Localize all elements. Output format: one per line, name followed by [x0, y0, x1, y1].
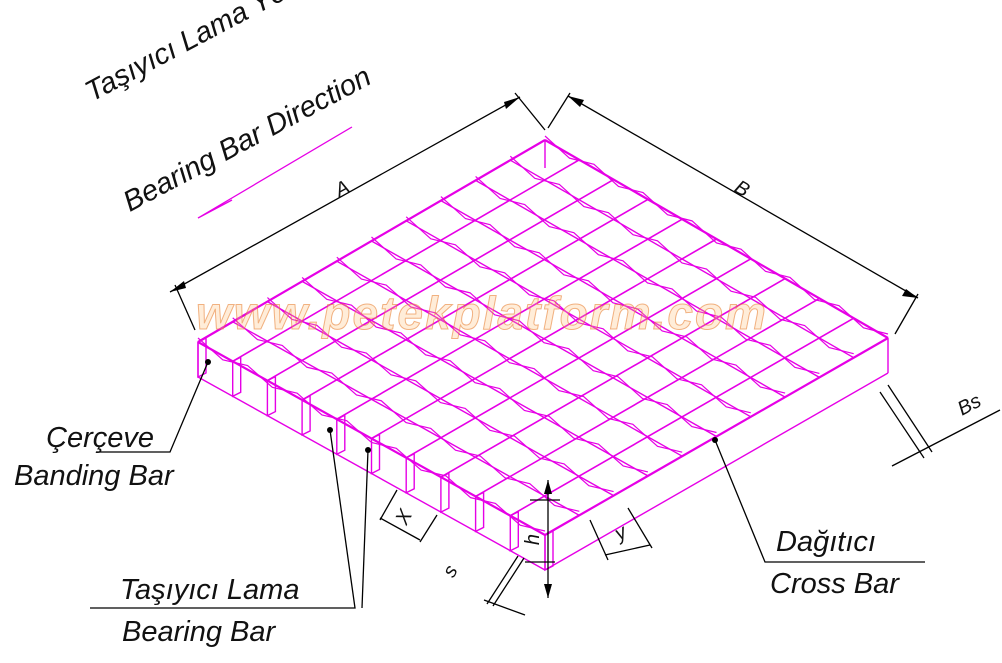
bearing-bar-face	[544, 529, 554, 572]
bearing-bar-face	[231, 356, 242, 398]
cross-bar-label-tr: Dağıtıcı	[776, 526, 876, 558]
bearing-bar-face	[405, 452, 415, 494]
arrowhead-b-left	[568, 96, 584, 107]
arrowheads	[170, 96, 918, 598]
bearing-bar-face	[509, 510, 519, 552]
cross-bar	[440, 199, 786, 398]
x-ext-2	[419, 514, 438, 543]
cross-bar	[232, 321, 580, 516]
bearing-bar-dot-2	[365, 447, 371, 453]
cross-bar-twist	[544, 135, 889, 335]
banding-bar-label-tr: Çerçeve	[46, 422, 154, 454]
arrowhead-b-right	[902, 289, 918, 298]
dimension-a-ext-right	[514, 92, 546, 131]
arrowhead-h-bottom	[544, 584, 552, 598]
arrowhead-a-left	[170, 281, 186, 292]
dimension-b-ext-right	[894, 293, 919, 335]
bearing-bar-face	[301, 394, 311, 437]
y-ext-2	[627, 507, 653, 549]
banding-bar-bottom-right	[544, 372, 889, 571]
bearing-bar-face	[474, 491, 485, 533]
dimension-lines	[90, 92, 1001, 616]
banding-bar-back-left	[197, 139, 546, 343]
cross-bar-label-en: Cross Bar	[770, 568, 899, 600]
cross-bar	[371, 240, 717, 438]
dimension-h-label: h	[522, 533, 545, 546]
cross-bar-twist	[301, 276, 649, 473]
x-ext-1	[379, 489, 398, 521]
cross-bar-twist	[267, 297, 614, 493]
cross-bar-dot	[712, 437, 718, 443]
cross-bar	[509, 159, 855, 359]
x-dimension-line	[379, 517, 421, 541]
y-dimension-line	[604, 544, 651, 556]
cross-bar-twist	[405, 216, 751, 414]
banding-bar-dot	[205, 359, 211, 365]
bs-ext-2	[879, 391, 925, 459]
cross-bar-twist	[197, 337, 546, 532]
cross-bar-twist	[371, 236, 717, 434]
cross-bar	[475, 179, 820, 379]
bearing-bar-face	[336, 414, 346, 456]
banding-bar-label-en: Banding Bar	[14, 460, 174, 492]
bs-dimension-line	[891, 409, 1001, 467]
arrowhead-h-top	[544, 480, 552, 494]
bearing-bar-leader-2	[361, 449, 369, 609]
cross-bar	[301, 280, 649, 477]
direction-arrow	[197, 126, 353, 219]
s-ext-2	[492, 557, 525, 607]
banding-bar-front-left	[197, 341, 546, 536]
cross-bar-leader	[714, 439, 925, 563]
banding-bar-bottom-left	[197, 376, 546, 571]
y-ext-1	[589, 519, 609, 561]
banding-bar-leader	[96, 361, 209, 453]
dimension-b-line	[567, 95, 919, 299]
cross-bar	[405, 220, 752, 418]
grating-panel	[197, 135, 889, 572]
bearing-bar-face	[266, 375, 277, 417]
cross-bar-twist	[232, 317, 580, 512]
watermark: www.petekplatform.com	[196, 287, 768, 340]
cross-bar-twist	[336, 256, 683, 453]
bs-ext-1	[887, 384, 933, 453]
s-ext-1	[486, 555, 519, 605]
dimension-a-ext-left	[174, 284, 196, 331]
bearing-bar-face	[370, 433, 381, 475]
cross-bar	[267, 300, 614, 497]
bearing-bar-leader-1	[90, 429, 356, 609]
banding-bar-front-right	[544, 337, 889, 536]
cross-bar-twist	[509, 155, 854, 355]
bearing-bar-label-tr: Taşıyıcı Lama	[120, 574, 300, 606]
arrowhead-a-right	[504, 97, 520, 109]
banding-bar-back-right	[544, 139, 889, 339]
cross-bar-twist	[440, 196, 786, 394]
bearing-bar-dot-1	[327, 427, 333, 433]
dimension-a-line	[169, 96, 521, 293]
bearing-bar-face	[440, 471, 450, 514]
cross-bar	[336, 260, 683, 457]
cross-bar-twist	[475, 175, 820, 374]
bearing-bar-label-en: Bearing Bar	[122, 616, 276, 648]
dimension-b-ext-left	[547, 92, 571, 129]
s-dimension-line	[483, 599, 526, 616]
